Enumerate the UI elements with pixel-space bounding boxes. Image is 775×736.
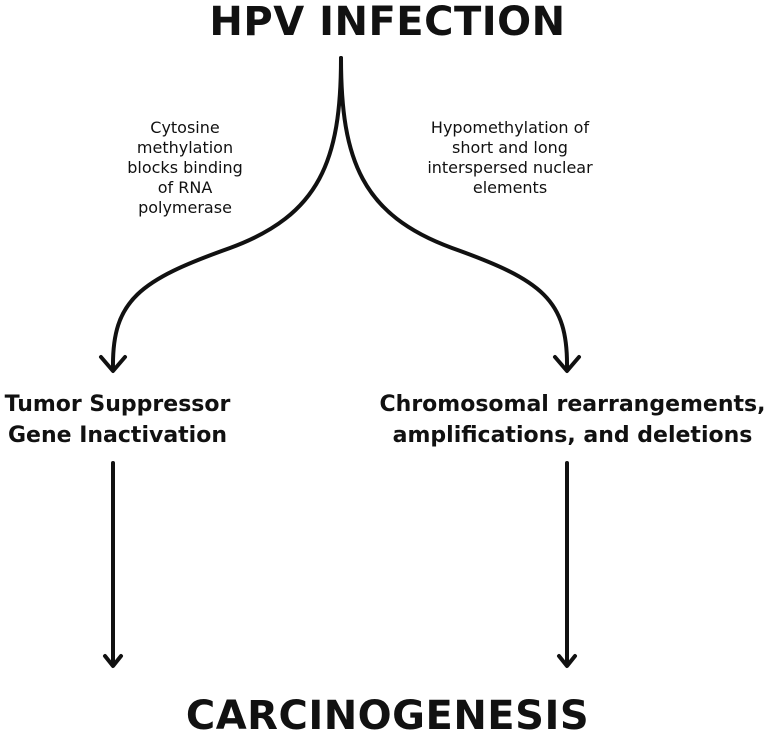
- right-node-line: amplifications, and deletions: [392, 423, 753, 448]
- right-note-line: Hypomethylation of: [430, 118, 590, 137]
- right-down-arrowhead: [557, 654, 577, 668]
- tumor-suppressor-node: Tumor Suppressor Gene Inactivation: [0, 389, 235, 451]
- right-note-line: elements: [472, 178, 548, 197]
- left-node-line: Gene Inactivation: [7, 423, 228, 448]
- right-node-line: Chromosomal rearrangements,: [379, 392, 766, 417]
- right-branch-arrow-line: [339, 56, 570, 370]
- left-note-line: Cytosine: [150, 118, 220, 137]
- right-note-line: interspersed nuclear: [427, 158, 593, 177]
- right-branch-arrowhead: [553, 355, 581, 373]
- left-branch-arrow-line: [110, 56, 343, 370]
- right-branch-note: Hypomethylation of short and long inters…: [400, 118, 620, 198]
- chromosomal-rearrangements-node: Chromosomal rearrangements, amplificatio…: [375, 389, 770, 451]
- left-branch-arrowhead: [99, 355, 127, 373]
- left-note-line: blocks binding: [127, 158, 243, 177]
- carcinogenesis-title: CARCINOGENESIS: [185, 693, 590, 736]
- left-node-line: Tumor Suppressor: [4, 392, 231, 417]
- left-note-line: of RNA: [157, 178, 213, 197]
- left-note-line: polymerase: [138, 198, 232, 217]
- left-down-arrowhead: [103, 654, 123, 668]
- left-note-line: methylation: [136, 138, 234, 157]
- hpv-infection-title: HPV INFECTION: [209, 0, 566, 45]
- right-note-line: short and long: [452, 138, 568, 157]
- left-branch-note: Cytosine methylation blocks binding of R…: [100, 118, 270, 218]
